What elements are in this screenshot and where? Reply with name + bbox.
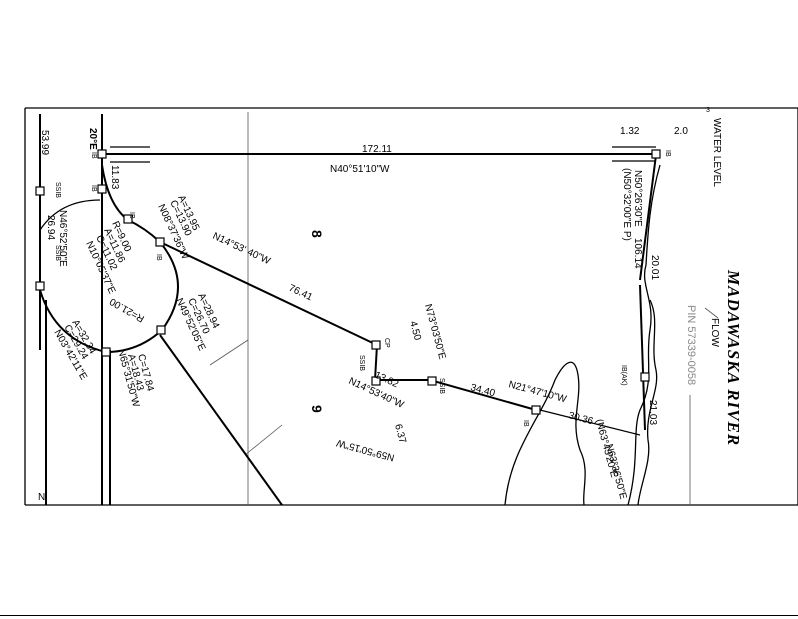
label-bearing-east-p: (N50°32'00"E P) <box>621 168 632 241</box>
shoreline-1 <box>627 164 661 506</box>
label-dist-2103: 21.03 <box>647 400 658 425</box>
curve-arc-6 <box>39 199 101 231</box>
boundary-east <box>639 154 657 281</box>
monument-ib-5 <box>156 325 166 335</box>
label-dist-3036: 30.36 <box>567 410 594 427</box>
label-tie-20: 2.0 <box>674 126 688 137</box>
label-dist-2694: 26.94 <box>45 215 56 240</box>
monument-cp <box>371 340 381 350</box>
label-ssib-c: SSIB <box>358 355 365 371</box>
monument-ib-ak <box>640 372 650 382</box>
curve-arc-4 <box>105 329 163 353</box>
label-bearing-cp: N73°03'50"E <box>422 303 447 361</box>
label-dist-2001: 20.01 <box>649 255 660 280</box>
monument-ib-4 <box>155 237 165 247</box>
label-dist-7641: 76.41 <box>287 283 315 304</box>
curve-arc-5 <box>39 289 107 353</box>
label-bearing-mid: N14°53' 40"W <box>211 231 273 268</box>
curve-arc-2 <box>127 219 161 243</box>
boundary-7641 <box>159 241 378 346</box>
label-dist-5399: 53.99 <box>39 130 50 155</box>
monument-ib-8 <box>651 149 661 159</box>
label-water-level-num: 3 <box>706 107 710 114</box>
monument-ssib-2 <box>35 281 45 291</box>
label-bearing-right: N21°47'10"W <box>507 379 568 405</box>
label-ssib-b: SSIB <box>54 245 61 261</box>
label-tie-132: 1.32 <box>620 126 640 137</box>
label-ib-d: IB <box>155 254 162 261</box>
label-dist-1183: 11.83 <box>109 165 120 190</box>
label-curve4-r: R=21.00 <box>108 295 147 324</box>
monument-ssib-4 <box>427 376 437 386</box>
label-cp: CP <box>383 338 390 348</box>
monument-ssib-3 <box>371 376 381 386</box>
label-water-level: WATER LEVEL <box>711 118 722 187</box>
label-bearing-left: N46°52'50"E <box>57 210 68 267</box>
monument-ib-6 <box>101 347 111 357</box>
lot-line-diag-1 <box>209 339 249 366</box>
label-lot-9: 9 <box>309 405 325 413</box>
page-bottom-rule <box>0 615 798 616</box>
label-top-bearing: 20°E <box>87 128 98 150</box>
flow-arrow <box>704 307 719 319</box>
label-bearing-east: N50°26'30"E <box>632 170 643 227</box>
label-bearing-637: N59°50'15"W <box>335 437 396 463</box>
label-pin: PIN 57339-0058 <box>685 305 697 385</box>
label-ib-e: IB <box>522 420 529 427</box>
shoreline-2 <box>637 299 658 506</box>
label-ssib-a: SSIB <box>54 182 61 198</box>
label-ib-b: IB <box>90 185 97 192</box>
label-dist-17211: 172.11 <box>362 144 392 155</box>
label-ib-top-right: IB <box>664 150 671 157</box>
shoreline-3 <box>504 361 586 506</box>
label-ib-a: IB <box>90 152 97 159</box>
boundary-east-2 <box>639 284 646 431</box>
monument-ib-1 <box>97 149 107 159</box>
monument-ssib-1 <box>35 186 45 196</box>
label-bearing-top: N40°51'10"W <box>330 164 390 175</box>
boundary-diag-down <box>159 334 283 506</box>
label-flow: FLOW <box>709 318 720 347</box>
label-ib-ak: IB(AK) <box>620 365 627 386</box>
boundary-3440 <box>429 379 537 411</box>
label-ssib-d: SSIB <box>438 378 445 394</box>
label-dist-450: 4.50 <box>407 320 423 342</box>
label-dist-3440: 34.40 <box>469 382 496 399</box>
curve-arc-3 <box>159 241 179 331</box>
monument-ib-2 <box>97 184 107 194</box>
label-bottom-n: N <box>38 492 45 503</box>
monument-ib-7 <box>531 405 541 415</box>
lot-line-diag-2 <box>244 424 283 456</box>
label-dist-637: 6.37 <box>392 423 408 445</box>
label-dist-10614: 106.14 <box>632 238 643 269</box>
label-lot-8: 8 <box>309 230 325 238</box>
label-river: MADAWASKA RIVER <box>724 269 743 446</box>
monument-ib-3 <box>123 214 133 224</box>
label-ib-c: IB <box>128 212 135 219</box>
boundary-3036 <box>539 409 641 436</box>
